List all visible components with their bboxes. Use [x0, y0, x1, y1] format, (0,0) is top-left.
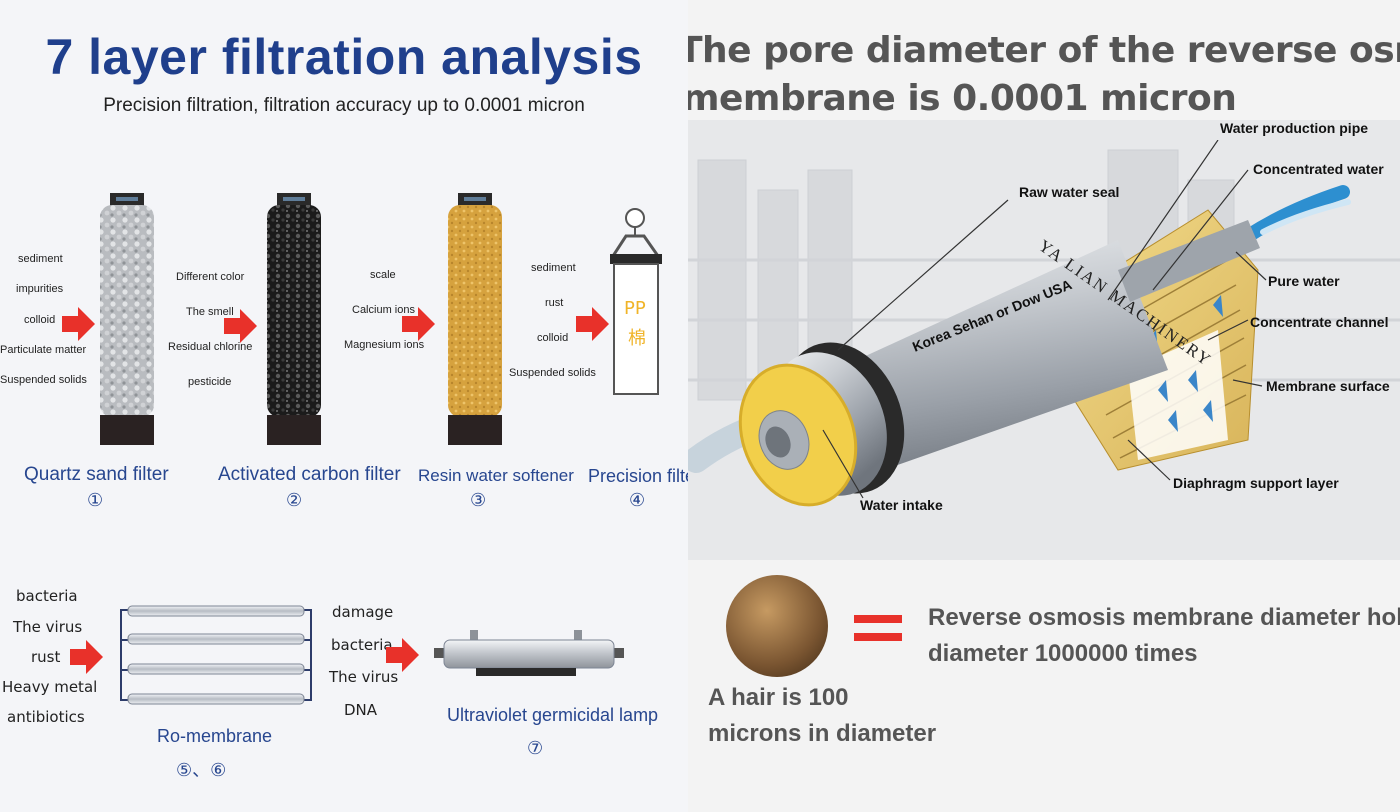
- callout-water-production-pipe: Water production pipe: [1220, 120, 1369, 136]
- comparison-text-line1: Reverse osmosis membrane diameter hole: [928, 604, 1400, 631]
- comparison-text-line2: diameter 1000000 times: [928, 640, 1198, 667]
- filter-input-label: Different color: [176, 271, 245, 283]
- stage-name: Ro-membrane: [157, 726, 273, 746]
- equals-sign-icon: [854, 615, 902, 641]
- arrow-right-icon: [386, 638, 419, 672]
- filter-input-label: Magnesium ions: [344, 339, 425, 351]
- filter-input-label: colloid: [537, 332, 569, 344]
- quartz-sand-tank-image: [100, 193, 154, 445]
- callout-pure-water: Pure water: [1268, 273, 1340, 289]
- stage-name: Ultraviolet germicidal lamp: [447, 705, 659, 725]
- uv-input-label: The virus: [329, 668, 399, 686]
- ro-input-label: rust: [31, 648, 61, 666]
- callout-concentrated-water: Concentrated water: [1253, 161, 1384, 177]
- panel-title-line2: membrane is 0.0001 micron: [688, 78, 1237, 119]
- filter-input-label: sediment: [18, 253, 63, 265]
- ro-membrane-cutaway-image: [688, 140, 1351, 507]
- uv-input-label: bacteria: [331, 636, 393, 654]
- activated-carbon-tank-image: [267, 193, 321, 445]
- ro-input-label: The virus: [13, 618, 83, 636]
- resin-tank-image: [448, 193, 502, 445]
- filter-number: ③: [470, 490, 487, 511]
- callout-concentrate-channel: Concentrate channel: [1250, 314, 1389, 330]
- filter-input-label: Calcium ions: [352, 304, 415, 316]
- page-title: 7 layer filtration analysis: [45, 29, 643, 85]
- filter-input-label: colloid: [24, 314, 56, 326]
- stage-number: ⑦: [527, 738, 544, 759]
- filter-input-label: pesticide: [188, 376, 232, 388]
- filter-number: ②: [286, 490, 303, 511]
- arrow-right-icon: [576, 307, 609, 341]
- filter-input-label: sediment: [531, 262, 576, 274]
- ro-membrane-tubes-image: [120, 605, 312, 705]
- filter-name: Quartz sand filter: [24, 464, 169, 485]
- filter-name: Resin water softener: [418, 466, 574, 485]
- filter-number: ④: [629, 490, 646, 511]
- hair-caption-line2: microns in diameter: [708, 720, 937, 747]
- arrow-right-icon: [62, 307, 95, 341]
- callout-diaphragm-support-layer: Diaphragm support layer: [1173, 475, 1339, 491]
- hair-caption-line1: A hair is 100: [708, 684, 849, 711]
- filter-input-label: scale: [370, 269, 396, 281]
- callout-water-intake: Water intake: [860, 497, 943, 513]
- pp-cartridge-image: [610, 208, 662, 395]
- ro-input-label: bacteria: [16, 587, 78, 605]
- panel-title-line1: The pore diameter of the reverse osmosis: [688, 30, 1400, 71]
- ro-membrane-panel: The pore diameter of the reverse osmosis…: [688, 0, 1400, 812]
- cartridge-label-cotton: 棉: [628, 328, 646, 349]
- filter-number: ①: [87, 490, 104, 511]
- cartridge-label-pp: PP: [624, 298, 646, 319]
- filtration-analysis-panel: 7 layer filtration analysis Precision fi…: [0, 0, 688, 812]
- filter-input-label: Suspended solids: [0, 374, 87, 386]
- callout-raw-water-seal: Raw water seal: [1019, 184, 1120, 200]
- filter-name: Activated carbon filter: [218, 464, 401, 485]
- filter-name: Precision filter: [588, 466, 688, 486]
- arrow-right-icon: [70, 640, 103, 674]
- filter-input-label: Suspended solids: [509, 367, 596, 379]
- uv-input-label: damage: [332, 603, 394, 621]
- page-subtitle: Precision filtration, filtration accurac…: [103, 95, 585, 116]
- ro-input-label: Heavy metal: [2, 678, 98, 696]
- hair-closeup-image: [726, 575, 828, 677]
- ro-input-label: antibiotics: [7, 708, 85, 726]
- filter-input-label: The smell: [186, 306, 234, 318]
- filter-input-label: Particulate matter: [0, 344, 87, 356]
- uv-input-label: DNA: [344, 701, 378, 719]
- stage-number: ⑤、⑥: [176, 760, 227, 781]
- filter-input-label: Residual chlorine: [168, 341, 253, 353]
- arrow-right-icon: [402, 307, 435, 341]
- filter-input-label: rust: [545, 297, 564, 309]
- uv-lamp-image: [434, 630, 624, 676]
- callout-membrane-surface: Membrane surface: [1266, 378, 1390, 394]
- arrow-right-icon: [224, 309, 257, 343]
- filter-input-label: impurities: [16, 283, 64, 295]
